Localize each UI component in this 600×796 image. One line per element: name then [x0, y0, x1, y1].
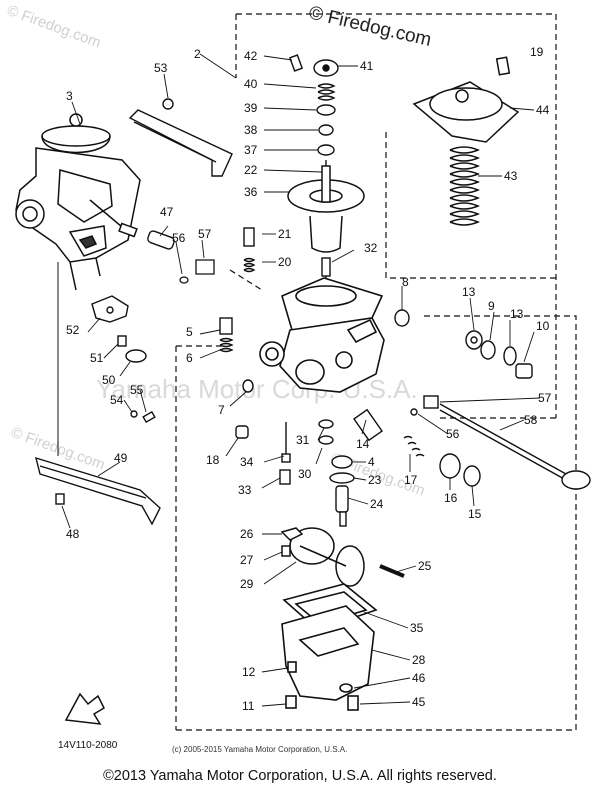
- callout-21: 21: [278, 227, 292, 241]
- callout-41: 41: [360, 59, 374, 73]
- callout-33: 33: [238, 483, 252, 497]
- watermark-top-right: © Firedog.com: [307, 2, 433, 51]
- callout-43: 43: [504, 169, 518, 183]
- callout-44: 44: [536, 103, 550, 117]
- float-assembly: [280, 527, 405, 587]
- callout-49: 49: [114, 451, 128, 465]
- callout-36: 36: [244, 185, 258, 199]
- choke-rod: [410, 395, 591, 490]
- callout-20: 20: [278, 255, 292, 269]
- watermark-top-left: © Firedog.com: [5, 2, 103, 52]
- assembly-outline: [175, 13, 577, 731]
- callout-31: 31: [296, 433, 310, 447]
- callout-46: 46: [412, 671, 426, 685]
- callout-8: 8: [402, 275, 409, 289]
- callout-14: 14: [356, 437, 370, 451]
- carburetor-body: [259, 277, 385, 393]
- callout-32: 32: [364, 241, 378, 255]
- callout-35: 35: [410, 621, 424, 635]
- callout-23: 23: [368, 473, 382, 487]
- callout-22: 22: [244, 163, 258, 177]
- callout-56-right: 56: [446, 427, 460, 441]
- callout-7: 7: [218, 403, 225, 417]
- callout-18: 18: [206, 453, 220, 467]
- callout-52: 52: [66, 323, 80, 337]
- callout-34: 34: [240, 455, 254, 469]
- carburetor-assembly: [15, 113, 141, 291]
- callout-16: 16: [444, 491, 458, 505]
- callout-13-left: 13: [462, 285, 476, 299]
- callout-24: 24: [370, 497, 384, 511]
- throttle-stop-screw: [219, 317, 254, 393]
- callout-38: 38: [244, 123, 258, 137]
- callout-2: 2: [194, 47, 201, 61]
- callout-6: 6: [186, 351, 193, 365]
- callout-17: 17: [404, 473, 418, 487]
- callout-25: 25: [418, 559, 432, 573]
- needle-valve-stack: [329, 455, 355, 527]
- front-arrow-icon: [64, 692, 105, 725]
- callout-5: 5: [186, 325, 193, 339]
- link-washer-left: [179, 276, 189, 284]
- callout-40: 40: [244, 77, 258, 91]
- callout-48: 48: [66, 527, 80, 541]
- callout-51: 51: [90, 351, 104, 365]
- callout-56-left: 56: [172, 231, 186, 245]
- watermark-center: Yamaha Motor Corp. U.S.A.: [96, 374, 418, 404]
- callout-11: 11: [242, 699, 255, 713]
- diaphragm-piston: [287, 165, 365, 253]
- callout-13-right: 13: [510, 307, 524, 321]
- callout-leaders: [61, 53, 541, 707]
- vacuum-cap-stack: [288, 54, 339, 190]
- link-clip-left: [195, 259, 215, 275]
- callout-57-right: 57: [538, 391, 552, 405]
- callout-37: 37: [244, 143, 258, 157]
- bracket-bar-top: [128, 98, 233, 177]
- callout-26: 26: [240, 527, 254, 541]
- callout-54: 54: [110, 393, 124, 407]
- callout-50: 50: [102, 373, 116, 387]
- callout-labels: 2 3 53 42 40 39 38 37 22 36 41 19 44 43 …: [66, 45, 552, 713]
- callout-29: 29: [240, 577, 254, 591]
- callout-10: 10: [536, 319, 550, 333]
- callout-53: 53: [154, 61, 168, 75]
- callout-57-left: 57: [198, 227, 212, 241]
- callout-9: 9: [488, 299, 495, 313]
- callout-27: 27: [240, 553, 254, 567]
- body-plug: [394, 309, 410, 327]
- callout-30: 30: [298, 467, 312, 481]
- callout-3: 3: [66, 89, 73, 103]
- top-cover-assembly: [412, 56, 520, 226]
- float-bowl-assembly: [281, 583, 378, 711]
- copyright-small: (c) 2005-2015 Yamaha Motor Corporation, …: [172, 745, 347, 754]
- callout-55: 55: [130, 383, 144, 397]
- callout-39: 39: [244, 101, 258, 115]
- callout-42: 42: [244, 49, 258, 63]
- throttle-link-rod: [147, 230, 175, 250]
- bracket-bar-bottom: [35, 456, 161, 526]
- callout-12: 12: [242, 665, 256, 679]
- callout-45: 45: [412, 695, 426, 709]
- right-side-screws: [465, 330, 533, 379]
- callout-47: 47: [160, 205, 174, 219]
- callout-28: 28: [412, 653, 426, 667]
- left-small-parts: [91, 295, 156, 424]
- callout-58: 58: [524, 413, 538, 427]
- diagram-code: 14V110-2080: [58, 740, 118, 751]
- callout-15: 15: [468, 507, 482, 521]
- callout-4: 4: [368, 455, 375, 469]
- jet-and-plunger-parts: [235, 408, 481, 487]
- footer-copyright: ©2013 Yamaha Motor Corporation, U.S.A. A…: [103, 768, 497, 784]
- pilot-screw-set: [243, 227, 256, 273]
- callout-19: 19: [530, 45, 544, 59]
- callout-1: 1: [254, 309, 261, 323]
